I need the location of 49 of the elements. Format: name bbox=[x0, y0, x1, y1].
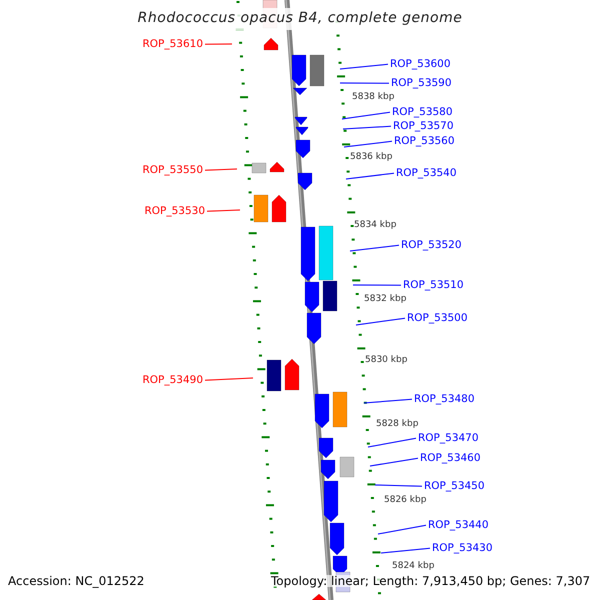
leader-line bbox=[340, 82, 390, 84]
leader-line bbox=[352, 284, 402, 286]
leader-line bbox=[342, 126, 392, 130]
leader-line bbox=[204, 378, 254, 381]
gene-label: ROP_53540 bbox=[396, 168, 457, 178]
leader-line bbox=[368, 438, 416, 448]
leader-line bbox=[340, 64, 388, 70]
scale-label: 5828 kbp bbox=[376, 420, 418, 428]
gene-label: ROP_53550 bbox=[142, 165, 203, 176]
scale-label: 5834 kbp bbox=[354, 220, 396, 230]
scale-label: 5826 kbp bbox=[384, 496, 426, 504]
scale-label: 5836 kbp bbox=[350, 152, 392, 162]
gene-label: ROP_53430 bbox=[432, 543, 493, 554]
gene-label: ROP_53490 bbox=[142, 375, 203, 386]
gene-label: ROP_53440 bbox=[428, 520, 489, 530]
gene-label: ROP_53560 bbox=[394, 136, 455, 146]
info-text: Accession: NC_012522 bbox=[8, 575, 144, 587]
leader-line bbox=[344, 140, 392, 148]
gene-label: ROP_53600 bbox=[390, 59, 451, 70]
leader-line bbox=[342, 112, 390, 120]
leader-line bbox=[380, 548, 430, 554]
scale-label: 5832 kbp bbox=[364, 294, 406, 304]
gene-label: ROP_53510 bbox=[403, 280, 464, 290]
gene-label: ROP_53520 bbox=[401, 240, 462, 250]
scale-label: 5838 kbp bbox=[352, 92, 394, 102]
leader-line bbox=[378, 524, 426, 534]
gene-label: ROP_53530 bbox=[144, 206, 205, 216]
gene-label: ROP_53570 bbox=[393, 121, 454, 132]
gene-label: ROP_53500 bbox=[407, 313, 468, 324]
leader-line bbox=[364, 398, 412, 404]
leader-line bbox=[350, 244, 400, 252]
leader-line bbox=[204, 44, 232, 45]
gene-label: ROP_53590 bbox=[391, 78, 452, 88]
gene-label: ROP_53610 bbox=[142, 39, 203, 50]
gene-label: ROP_53480 bbox=[414, 394, 475, 404]
leader-line bbox=[346, 172, 394, 180]
gene-label: ROP_53460 bbox=[420, 453, 481, 464]
leader-line bbox=[374, 484, 422, 487]
gene-label: ROP_53450 bbox=[424, 481, 485, 492]
leader-line bbox=[206, 210, 240, 212]
title: Rhodococcus opacus B4, complete genome bbox=[136, 11, 464, 25]
leader-line bbox=[204, 168, 238, 171]
info-text: Topology: linear; Length: 7,913,450 bp; Genes: 7,307 bbox=[271, 575, 590, 587]
gene-label: ROP_53580 bbox=[392, 107, 453, 118]
scale-label: 5830 kbp bbox=[365, 356, 408, 364]
leader-line bbox=[370, 458, 418, 466]
scale-label: 5824 kbp bbox=[392, 562, 434, 570]
leader-line bbox=[356, 318, 406, 326]
gene-label: ROP_53470 bbox=[418, 433, 479, 444]
